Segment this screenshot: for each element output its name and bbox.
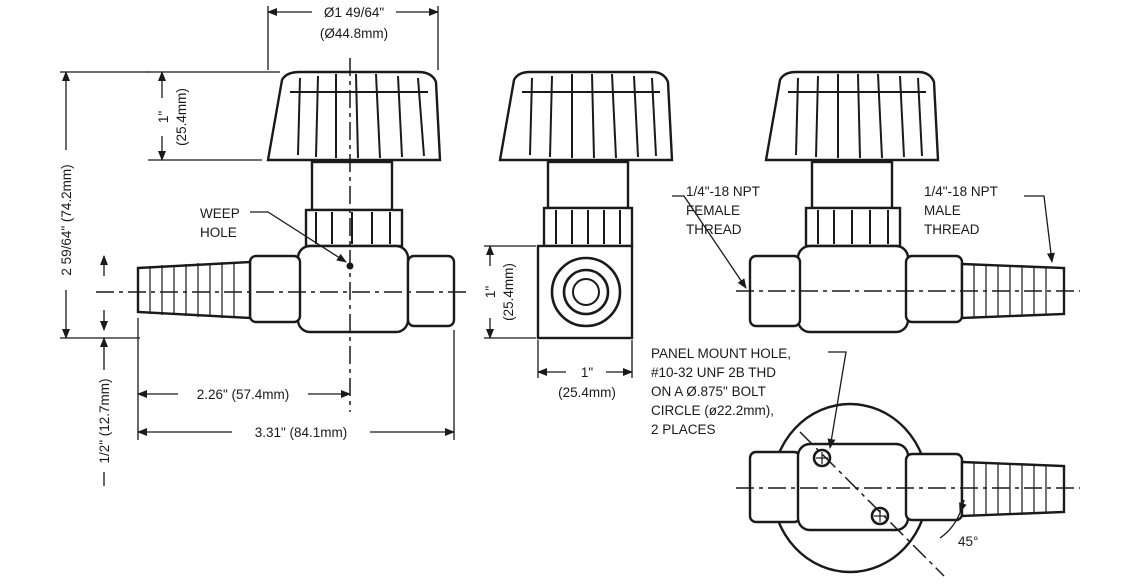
side-view bbox=[498, 70, 674, 340]
overall-height-label: 2 59/64" (74.2mm) bbox=[59, 164, 74, 275]
mount-hole-2 bbox=[870, 506, 890, 526]
panel-mount-label-line3: ON A Ø.875" BOLT bbox=[651, 384, 766, 399]
bottom-male-thread bbox=[960, 460, 1066, 518]
port-bore bbox=[572, 278, 600, 306]
bottom-offset-label: 1/2" (12.7mm) bbox=[97, 378, 112, 463]
panel-mount-label-line4: CIRCLE (ø22.2mm), bbox=[651, 403, 774, 418]
right-collar bbox=[904, 254, 964, 324]
knob-diameter-label: Ø1 49/64" bbox=[324, 5, 385, 20]
side-height-label: 1" bbox=[483, 286, 498, 299]
overall-length-label: 3.31" (84.1mm) bbox=[255, 425, 348, 440]
right-male-thread bbox=[960, 262, 1066, 320]
bottom-female-port bbox=[748, 450, 802, 524]
inlet-to-center-label: 2.26" (57.4mm) bbox=[197, 387, 290, 402]
side-stem bbox=[546, 160, 630, 210]
side-dimensions bbox=[484, 245, 633, 378]
front-left-collar bbox=[248, 254, 302, 324]
right-knob bbox=[764, 70, 940, 162]
panel-mount-label-line2: #10-32 UNF 2B THD bbox=[651, 365, 776, 380]
right-body bbox=[796, 244, 910, 334]
angle-label: 45° bbox=[958, 534, 978, 549]
right-view bbox=[736, 70, 1080, 334]
panel-mount-label-line5: 2 PLACES bbox=[651, 422, 716, 437]
female-thread-label-line1: 1/4"-18 NPT bbox=[686, 184, 760, 199]
weep-hole-label-line2: HOLE bbox=[200, 225, 237, 240]
side-width-label: 1" bbox=[581, 365, 594, 380]
front-knob bbox=[266, 70, 442, 162]
side-body bbox=[536, 244, 634, 340]
bottom-collar bbox=[904, 452, 964, 522]
weep-hole-label-line1: WEEP bbox=[200, 206, 240, 221]
front-right-collar bbox=[406, 254, 456, 328]
female-thread-label-line2: FEMALE bbox=[686, 203, 740, 218]
side-width-mm-label: (25.4mm) bbox=[558, 385, 616, 400]
front-body bbox=[296, 244, 410, 334]
bottom-view bbox=[736, 351, 1080, 577]
female-thread-label-line3: THREAD bbox=[686, 222, 742, 237]
knob-diameter-mm-label: (Ø44.8mm) bbox=[320, 26, 388, 41]
front-nut bbox=[304, 208, 404, 248]
right-leaders bbox=[672, 195, 1055, 289]
front-view bbox=[96, 58, 470, 412]
front-male-thread bbox=[136, 260, 252, 320]
port-inner-ring bbox=[562, 268, 610, 316]
side-height-mm-label: (25.4mm) bbox=[501, 263, 516, 321]
front-stem bbox=[310, 160, 394, 212]
male-thread-label-line1: 1/4"-18 NPT bbox=[924, 184, 998, 199]
right-stem bbox=[810, 160, 894, 210]
front-dimensions bbox=[60, 6, 455, 486]
male-thread-label-line2: MALE bbox=[924, 203, 961, 218]
port-outer-ring bbox=[550, 256, 622, 328]
male-thread-label-line3: THREAD bbox=[924, 222, 980, 237]
knob-height-label: 1" bbox=[156, 111, 171, 124]
knob-height-mm-label: (25.4mm) bbox=[174, 88, 189, 146]
side-knob bbox=[498, 70, 674, 162]
mount-hole-1 bbox=[812, 448, 832, 468]
panel-mount-label-line1: PANEL MOUNT HOLE, bbox=[651, 346, 791, 361]
